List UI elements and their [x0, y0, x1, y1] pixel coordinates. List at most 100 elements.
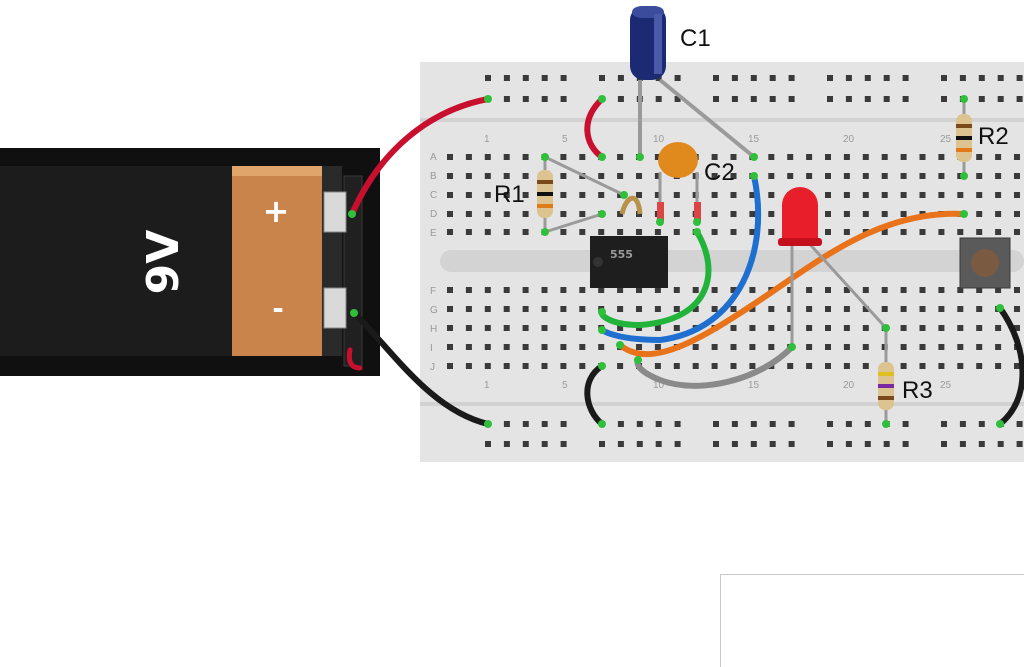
- power-rail-hole: [845, 96, 852, 102]
- breadboard-hole: [862, 363, 869, 369]
- breadboard-hole: [843, 325, 850, 331]
- breadboard-hole: [465, 173, 472, 179]
- breadboard-hole: [447, 192, 453, 198]
- breadboard-hole: [900, 154, 907, 160]
- breadboard-hole: [957, 344, 964, 350]
- breadboard-hole: [881, 211, 888, 217]
- col-num-1-bottom: 1: [484, 380, 490, 391]
- breadboard-hole: [484, 154, 491, 160]
- breadboard-hole: [862, 344, 869, 350]
- power-rail-hole: [769, 96, 776, 102]
- connection-dot: [636, 153, 644, 161]
- breadboard-hole: [560, 192, 567, 198]
- breadboard-hole: [900, 344, 907, 350]
- breadboard-hole: [654, 192, 661, 198]
- breadboard-hole: [900, 173, 907, 179]
- power-rail-hole: [655, 421, 662, 427]
- breadboard-hole: [730, 154, 737, 160]
- col-num-1: 1: [484, 134, 490, 145]
- blank-panel: [720, 574, 1024, 667]
- breadboard-hole: [484, 192, 491, 198]
- breadboard-hole: [919, 173, 926, 179]
- power-rail-hole: [617, 441, 624, 447]
- battery-voltage-label: 9V: [138, 230, 189, 295]
- breadboard-hole: [938, 192, 945, 198]
- breadboard-hole: [806, 363, 813, 369]
- connection-dot: [598, 308, 606, 316]
- label-r2: R2: [978, 123, 1009, 150]
- breadboard-hole: [560, 211, 567, 217]
- r1-band-2: [537, 192, 553, 196]
- led-rim: [778, 238, 822, 246]
- power-rail-hole: [522, 441, 529, 447]
- power-rail-hole: [827, 441, 833, 447]
- breadboard-hole: [617, 306, 624, 312]
- breadboard-hole: [843, 211, 850, 217]
- led-body: [782, 187, 818, 244]
- chip-label: 555: [610, 248, 633, 261]
- breadboard-hole: [617, 325, 624, 331]
- breadboard-hole: [957, 192, 964, 198]
- col-num-20: 20: [843, 134, 855, 145]
- power-rail-hole: [788, 75, 795, 81]
- breadboard-hole: [843, 192, 850, 198]
- breadboard-hole: [825, 344, 831, 350]
- breadboard-hole: [692, 363, 699, 369]
- power-rail-hole: [864, 421, 871, 427]
- power-rail-hole: [845, 75, 852, 81]
- breadboard-hole: [995, 211, 1002, 217]
- breadboard-hole: [522, 306, 529, 312]
- c1-stripe: [654, 14, 662, 74]
- breadboard-hole: [711, 192, 718, 198]
- power-rail-hole: [864, 96, 871, 102]
- breadboard-hole: [560, 306, 567, 312]
- power-rail-hole: [864, 75, 871, 81]
- breadboard-hole: [465, 192, 472, 198]
- connection-points: [348, 95, 1004, 428]
- power-rail-hole: [617, 75, 624, 81]
- power-rail-hole: [636, 421, 643, 427]
- connection-dot: [996, 420, 1004, 428]
- breadboard-hole: [730, 229, 737, 235]
- breadboard-hole: [806, 325, 813, 331]
- breadboard-hole: [749, 363, 756, 369]
- breadboard-hole: [654, 306, 661, 312]
- r3-band-1: [878, 372, 894, 376]
- breadboard-hole: [711, 229, 718, 235]
- breadboard-hole: [881, 229, 888, 235]
- row-letter-h: H: [430, 324, 437, 335]
- breadboard-hole: [579, 229, 586, 235]
- col-num-25: 25: [940, 134, 952, 145]
- breadboard-hole: [447, 154, 453, 160]
- breadboard-hole: [711, 211, 718, 217]
- resistor-r2: [956, 99, 972, 176]
- chip-notch: [593, 257, 603, 267]
- power-rail-hole: [541, 441, 548, 447]
- breadboard-hole: [447, 287, 453, 293]
- breadboard-hole: [465, 211, 472, 217]
- power-rail-hole: [485, 441, 491, 447]
- row-letters-top: A B C D E: [430, 152, 437, 239]
- breadboard-hole: [560, 287, 567, 293]
- breadboard-hole: [843, 229, 850, 235]
- breadboard-hole: [825, 192, 831, 198]
- label-c2: C2: [704, 159, 735, 186]
- breadboard-hole: [938, 306, 945, 312]
- power-rail-hole: [560, 75, 567, 81]
- power-rail-hole: [864, 441, 871, 447]
- breadboard-hole: [768, 325, 775, 331]
- breadboard-hole: [654, 363, 661, 369]
- breadboard-hole: [900, 306, 907, 312]
- power-rail-hole: [731, 421, 738, 427]
- power-rail-hole: [731, 96, 738, 102]
- breadboard-hole: [1014, 173, 1020, 179]
- breadboard-hole: [995, 154, 1002, 160]
- power-rail-hole: [978, 421, 985, 427]
- breadboard-hole: [447, 325, 453, 331]
- wire-blue: [599, 173, 762, 344]
- r2-band-2: [956, 136, 972, 140]
- col-num-15-bottom: 15: [748, 380, 760, 391]
- power-rail-hole: [1016, 96, 1023, 102]
- breadboard-hole: [900, 363, 907, 369]
- breadboard-hole: [503, 325, 510, 331]
